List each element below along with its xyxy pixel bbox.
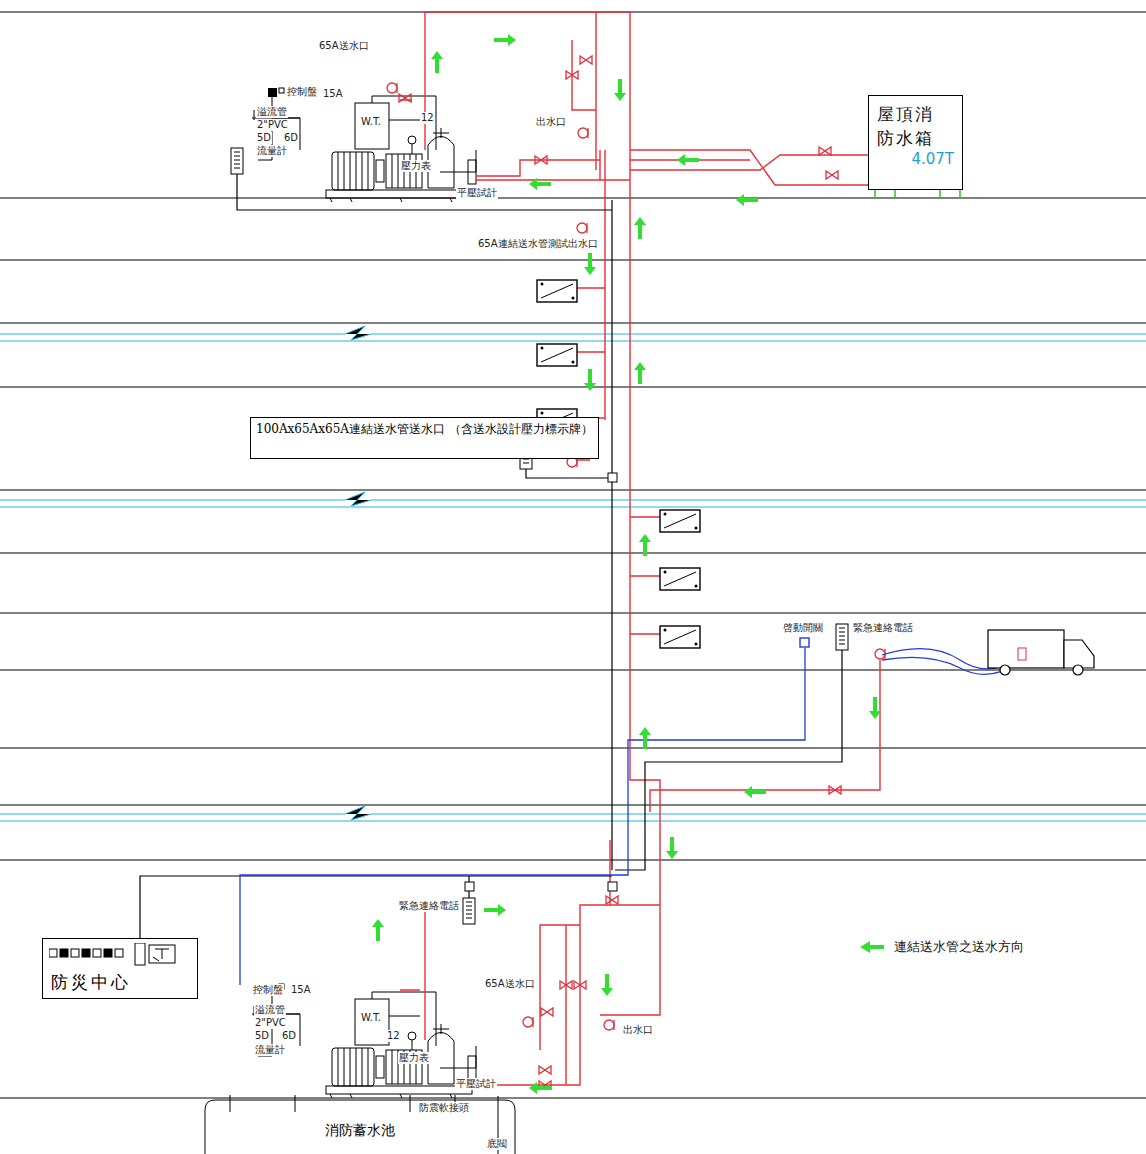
part-label: 緊急連絡電話 [852,622,914,634]
part-label: 平壓試計 [455,1078,497,1090]
legend: 連結送水管之送水方向 [858,938,1024,956]
node-text: 消防蓄水池 [213,1122,507,1140]
part-label: 5D [254,1030,270,1042]
part-label: 溢流管 [254,1004,286,1016]
flow-arrow [639,727,651,749]
node-text: 100Ax65Ax65A連結送水管送水口 （含送水設計壓力標示牌） [256,421,593,437]
part-label: 底閥 [486,1138,508,1150]
part-label: 6D [283,132,299,144]
part-label: 15A [322,88,344,100]
flow-arrow [484,904,506,916]
control-center: 防災中心 [42,938,198,999]
flow-arrow [639,534,651,556]
flow-arrow [584,253,596,275]
flow-arrow [494,34,516,46]
node-text: 4.07T [877,150,954,168]
callout-box: 100Ax65Ax65A連結送水管送水口 （含送水設計壓力標示牌） [250,417,599,459]
part-label: 壓力表 [400,160,432,172]
part-label: 控制盤 [252,984,284,996]
flow-arrow [529,178,551,190]
part-label: 6D [281,1030,297,1042]
part-label: 緊急連絡電話 [398,900,460,912]
flow-arrow [634,217,646,239]
flow-arrow [372,919,384,941]
flow-arrow [431,51,443,73]
part-label: 壓力表 [398,1052,430,1064]
part-label: 2"PVC [256,119,289,131]
flow-arrow [744,786,766,798]
flow-arrow [666,837,678,859]
part-label: W.T. [360,1012,382,1024]
legend-text: 連結送水管之送水方向 [894,938,1024,956]
part-label: 出水口 [535,116,567,128]
part-label: 控制盤 [286,86,318,98]
part-label: W.T. [360,116,382,128]
flow-arrow [736,194,758,206]
part-label: 防震軟接頭 [418,1102,470,1114]
part-label: 15A [290,984,312,996]
part-label: 啓動開關 [782,622,824,634]
part-label: 溢流管 [256,106,288,118]
flow-arrow [584,369,596,391]
part-label: 流量計 [254,1044,286,1056]
roof-tank: 屋頂消 防水箱4.07T [868,95,963,190]
part-label: 65A送水口 [484,978,536,990]
part-label: 流量計 [256,145,288,157]
flow-arrow [601,974,613,996]
part-label: 5D [256,132,272,144]
part-label: 12 [420,112,435,124]
part-label: 65A送水口 [318,40,370,52]
flow-arrow [529,1082,551,1094]
flow-arrow [869,697,881,719]
part-label: 65A連結送水管測試出水口 [477,238,599,250]
flow-arrow [634,362,646,384]
node-text: 防災中心 [51,971,191,994]
part-label: 12 [386,1030,401,1042]
part-label: 出水口 [622,1024,654,1036]
node-text: 屋頂消 防水箱 [877,102,937,150]
part-label: 平壓試計 [456,187,498,199]
flow-arrow [614,79,626,101]
flow-arrow [677,154,699,166]
panel-icons [49,943,189,969]
legend-arrow [858,940,886,954]
part-label: 2"PVC [254,1017,287,1029]
